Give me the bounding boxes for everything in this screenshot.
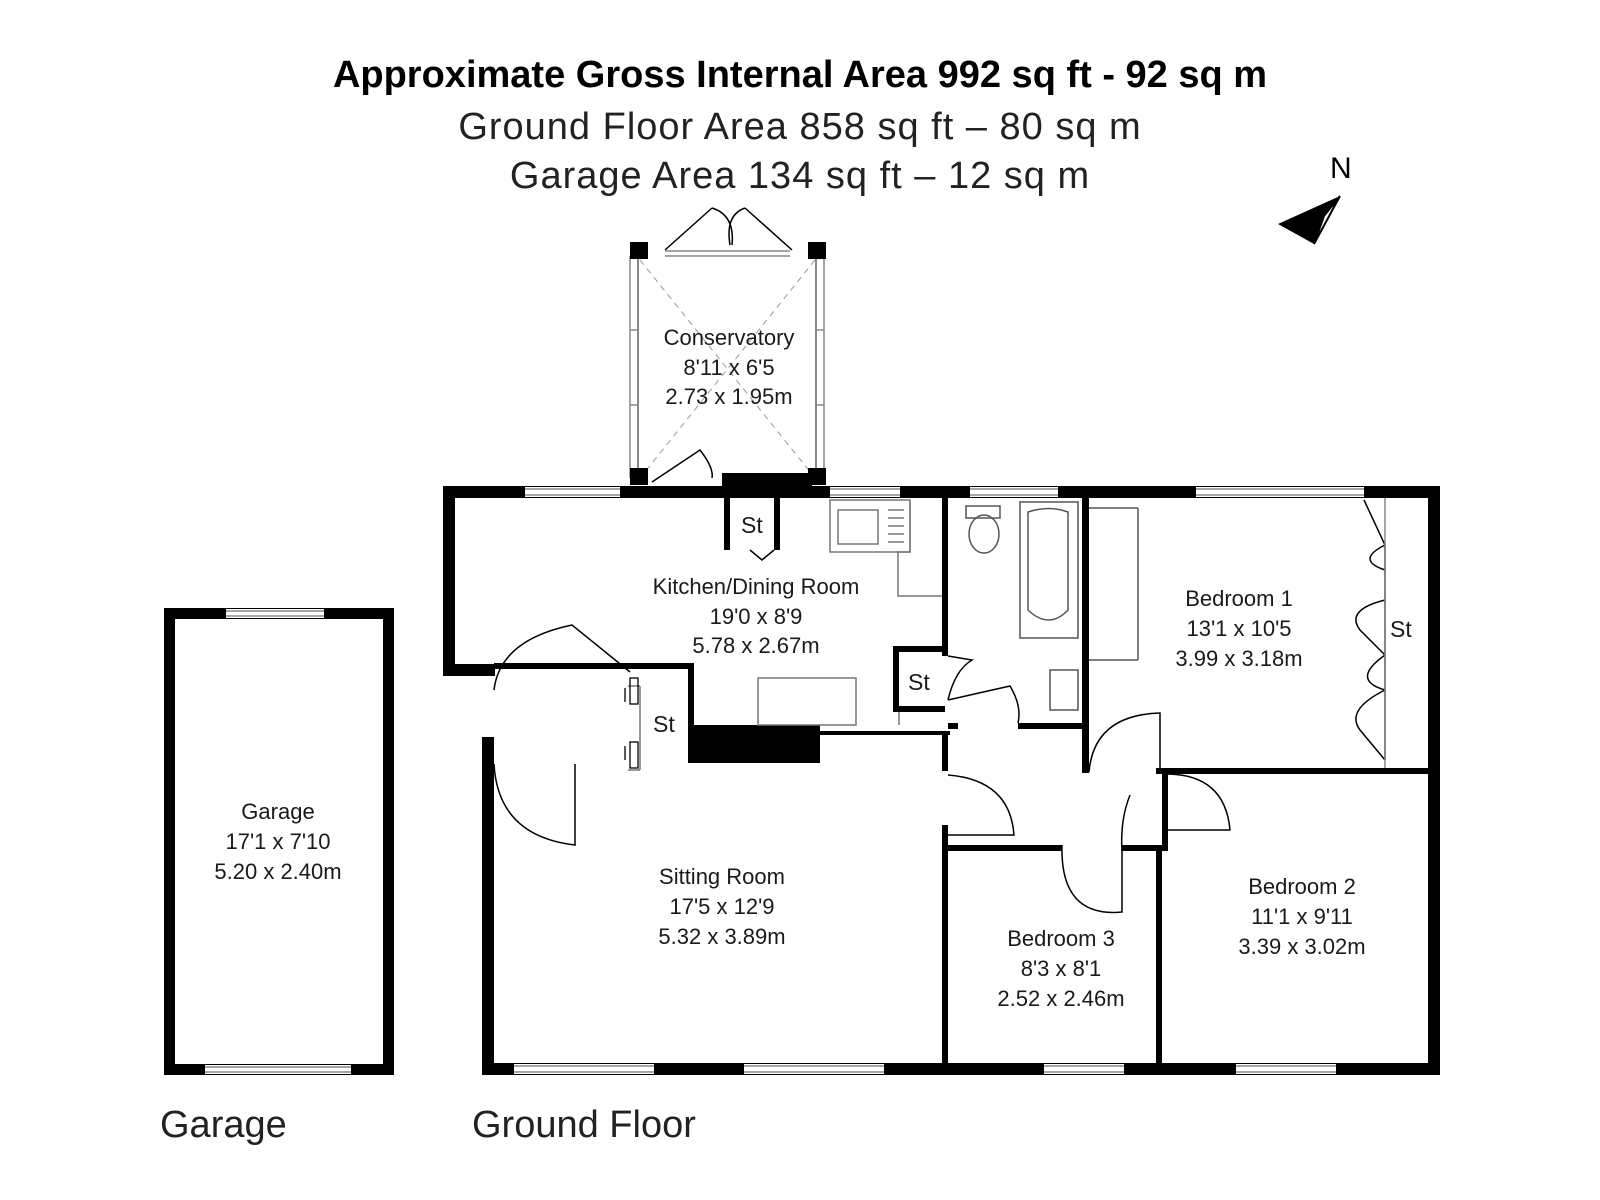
room-size-imperial: 13'1 x 10'5	[1186, 616, 1291, 641]
meter-icons	[624, 677, 639, 769]
room-name: Conservatory	[664, 325, 795, 350]
room-size-imperial: 17'1 x 7'10	[225, 829, 330, 854]
gross-area-title: Approximate Gross Internal Area 992 sq f…	[332, 54, 1268, 96]
garage-plan-label: Garage	[160, 1104, 287, 1146]
ground-floor-area: Ground Floor Area 858 sq ft – 80 sq m	[458, 106, 1142, 148]
room-size-metric: 2.52 x 2.46m	[997, 986, 1124, 1011]
north-label: N	[1330, 152, 1352, 185]
ground-floor-windows	[514, 487, 1364, 1074]
room-bedroom-3: Bedroom 3 8'3 x 8'1 2.52 x 2.46m	[997, 926, 1124, 1011]
ground-floor-walls	[443, 486, 1440, 1075]
room-size-imperial: 8'11 x 6'5	[683, 355, 774, 380]
room-size-imperial: 19'0 x 8'9	[710, 604, 803, 629]
room-kitchen: Kitchen/Dining Room 19'0 x 8'9 5.78 x 2.…	[653, 574, 860, 658]
storage-label-hall-cupboard: St	[653, 711, 675, 737]
room-size-metric: 5.20 x 2.40m	[214, 859, 341, 884]
room-size-metric: 3.99 x 3.18m	[1175, 646, 1302, 671]
room-name: Bedroom 2	[1248, 874, 1356, 899]
kitchen-fixtures	[628, 499, 942, 771]
room-name: Bedroom 3	[1007, 926, 1115, 951]
room-size-metric: 3.39 x 3.02m	[1238, 934, 1365, 959]
garage-windows	[205, 609, 351, 1074]
room-garage: Garage 17'1 x 7'10 5.20 x 2.40m	[214, 799, 341, 884]
room-size-imperial: 8'3 x 8'1	[1021, 956, 1102, 981]
storage-label-kitchen-cupboard: St	[908, 669, 930, 695]
bathroom-fixtures	[965, 501, 1139, 711]
door-swings	[493, 549, 1231, 914]
room-size-imperial: 11'1 x 9'11	[1251, 904, 1353, 929]
north-arrow-icon: N	[1278, 152, 1352, 245]
room-sitting-room: Sitting Room 17'5 x 12'9 5.32 x 3.89m	[658, 864, 785, 949]
conservatory-french-doors	[651, 207, 793, 483]
room-bedroom-1: Bedroom 1 13'1 x 10'5 3.99 x 3.18m	[1175, 586, 1302, 671]
room-size-metric: 5.78 x 2.67m	[692, 633, 819, 658]
storage-label-wardrobe: St	[1390, 616, 1412, 642]
room-name: Kitchen/Dining Room	[653, 574, 860, 599]
storage-label-kitchen-closet: St	[741, 512, 763, 538]
room-size-imperial: 17'5 x 12'9	[669, 894, 774, 919]
room-name: Sitting Room	[659, 864, 785, 889]
wardrobe	[1355, 498, 1386, 768]
room-name: Bedroom 1	[1185, 586, 1293, 611]
garage-area: Garage Area 134 sq ft – 12 sq m	[509, 155, 1091, 197]
room-size-metric: 5.32 x 3.89m	[658, 924, 785, 949]
room-conservatory: Conservatory 8'11 x 6'5 2.73 x 1.95m	[664, 325, 795, 409]
ground-floor-plan-label: Ground Floor	[472, 1104, 696, 1146]
room-name: Garage	[241, 799, 314, 824]
room-size-metric: 2.73 x 1.95m	[665, 384, 792, 409]
room-bedroom-2: Bedroom 2 11'1 x 9'11 3.39 x 3.02m	[1238, 874, 1365, 959]
